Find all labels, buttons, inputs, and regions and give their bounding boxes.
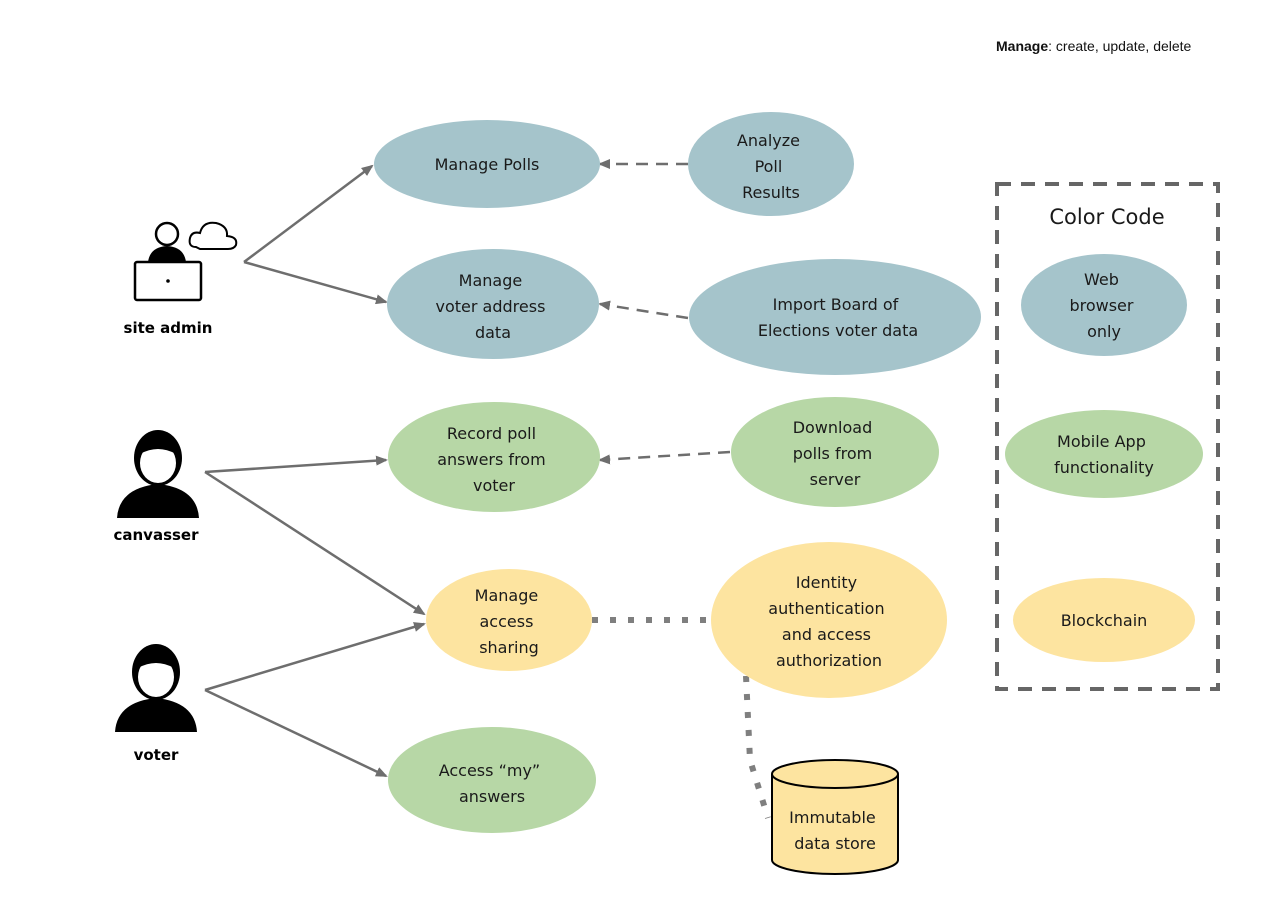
legend-title: Color Code [1049, 205, 1164, 229]
actor-canvasser: canvasser [113, 430, 199, 544]
legend-note-text: : create, update, delete [1048, 38, 1192, 54]
legend-mobile-line-1: Mobile App [1057, 432, 1146, 451]
use-case-access-line-3: sharing [479, 638, 539, 657]
use-case-identity-line-3: and access [782, 625, 871, 644]
use-case-record-line-1: Record poll [447, 424, 536, 443]
edge-import-manage-voter [598, 300, 689, 320]
use-case-analyze-line-3: Results [742, 183, 800, 202]
data-store-line-2: data store [794, 834, 876, 853]
svg-text:Web browser on: Web browser only [1069, 270, 1138, 341]
use-case-identity-line-2: authentication [768, 599, 884, 618]
person-icon [117, 430, 199, 518]
svg-text:Immutable data store: Immutable data store [789, 808, 881, 853]
use-case-download-line-3: server [810, 470, 861, 489]
use-case-analyze-line-2: Poll [755, 157, 783, 176]
actor-site-admin: site admin [124, 221, 238, 337]
use-case-voter-address-line-2: voter address [436, 297, 546, 316]
use-case-analyze-line-1: Analyze [737, 131, 800, 150]
use-case-identity-line-4: authorization [776, 651, 882, 670]
svg-text:Download polls from: Download polls from server [793, 418, 878, 489]
color-code-legend: Color Code Web browser only Mobile App f… [995, 182, 1220, 691]
actor-label-voter: voter [134, 746, 179, 764]
legend-web-browser: Web browser only [1021, 254, 1187, 356]
edge-voter-manage-access [204, 622, 426, 692]
svg-text:Manage Polls: Manage Polls [435, 155, 540, 174]
use-case-record-line-3: voter [473, 476, 515, 495]
use-case-download-polls: Download polls from server [731, 397, 939, 507]
actor-voter: voter [115, 644, 197, 764]
legend-blockchain: Blockchain [1013, 578, 1195, 662]
use-case-record-line-2: answers from [437, 450, 545, 469]
legend-note: Manage: create, update, delete [996, 38, 1191, 54]
use-case-access-my-answers: Access “my” answers [388, 727, 596, 833]
use-case-manage-voter-address: Manage voter address data [387, 249, 599, 359]
use-case-identity-line-1: Identity [796, 573, 857, 592]
use-case-manage-access-sharing: Manage access sharing [426, 569, 592, 671]
blockchain-connectors [592, 617, 771, 819]
use-case-voter-address-line-3: data [475, 323, 511, 342]
use-case-record-answers: Record poll answers from voter [388, 402, 600, 512]
use-case-import-line-1: Import Board of [773, 295, 899, 314]
legend-note-keyword: Manage [996, 38, 1049, 54]
use-case-voter-address-line-1: Manage [459, 271, 523, 290]
use-case-manage-polls: Manage Polls [374, 120, 600, 208]
connectors [204, 159, 731, 778]
svg-text:Import Board of Election: Import Board of Elections voter data [758, 295, 918, 340]
data-store-line-1: Immutable [789, 808, 876, 827]
use-case-import-line-2: Elections voter data [758, 321, 918, 340]
edge-canvasser-manage-access [204, 470, 426, 616]
svg-text:Identity authentication: Identity authentication and access autho… [768, 573, 889, 670]
legend-web-line-1: Web [1084, 270, 1119, 289]
edge-canvasser-record-answers [204, 455, 388, 474]
use-case-download-line-1: Download [793, 418, 873, 437]
actor-label-canvasser: canvasser [113, 526, 199, 544]
immutable-data-store: Immutable data store [771, 759, 899, 875]
legend-web-line-2: browser [1069, 296, 1133, 315]
person-icon [115, 644, 197, 732]
svg-text:Mobile App functionali: Mobile App functionality [1054, 432, 1154, 477]
use-case-my-answers-line-2: answers [459, 787, 525, 806]
svg-text:Access “my” answers: Access “my” answers [439, 761, 546, 806]
svg-text:Analyze Poll Resul: Analyze Poll Results [737, 131, 805, 202]
legend-blockchain-label: Blockchain [1061, 611, 1148, 630]
use-case-access-line-2: access [479, 612, 533, 631]
svg-text:Record poll answers from: Record poll answers from voter [437, 424, 551, 495]
edge-admin-manage-polls [243, 164, 374, 263]
legend-web-line-3: only [1087, 322, 1121, 341]
edge-identity-datastore [743, 675, 771, 819]
edge-admin-manage-voter-address [243, 260, 388, 305]
use-case-analyze-results: Analyze Poll Results [688, 112, 854, 216]
use-case-manage-polls-label: Manage Polls [435, 155, 540, 174]
use-case-identity-auth: Identity authentication and access autho… [711, 542, 947, 698]
use-case-download-line-2: polls from [793, 444, 873, 463]
svg-text:Manage access shar: Manage access sharing [475, 586, 544, 657]
admin-laptop-cloud-icon [133, 221, 238, 302]
edge-download-record [598, 450, 731, 465]
use-case-access-line-1: Manage [475, 586, 539, 605]
use-case-my-answers-line-1: Access “my” [439, 761, 541, 780]
use-case-import-boe: Import Board of Elections voter data [689, 259, 981, 375]
svg-text:Manage voter address: Manage voter address data [436, 271, 551, 342]
edge-voter-access-answers [204, 688, 388, 778]
legend-mobile-app: Mobile App functionality [1005, 410, 1203, 498]
actor-label-site-admin: site admin [124, 319, 213, 337]
legend-mobile-line-2: functionality [1054, 458, 1154, 477]
